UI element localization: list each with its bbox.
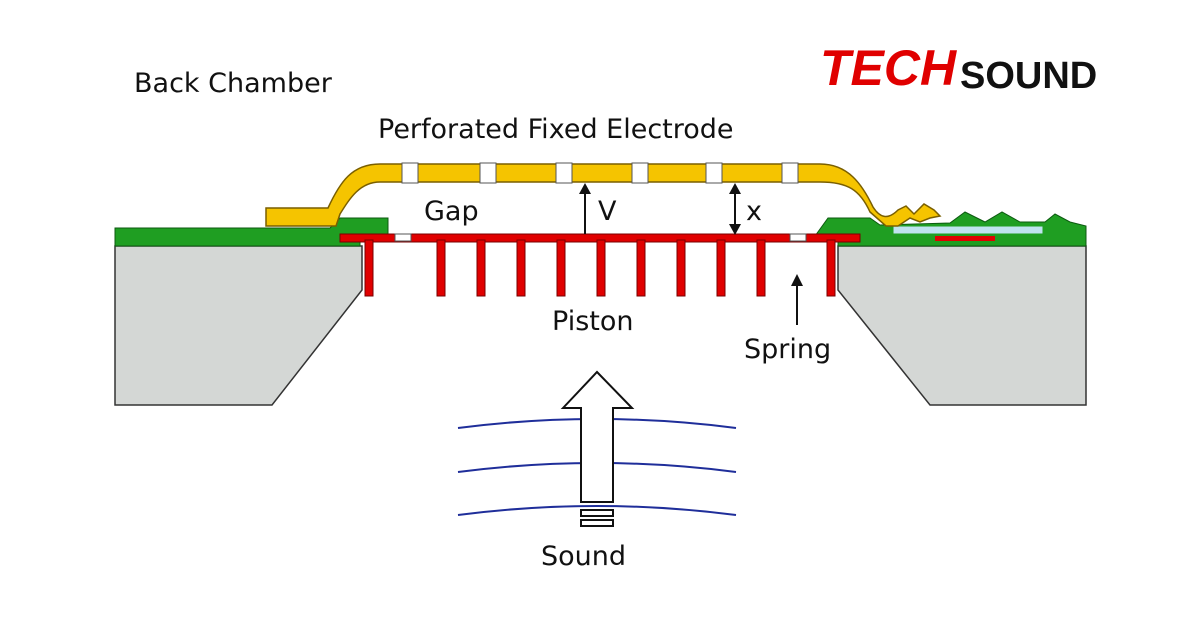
spring-arrow [791,274,803,325]
electrode-perforations [401,162,799,184]
perforation [479,162,497,184]
piston-finger [826,239,836,297]
sound-wave [457,505,737,516]
perforation [781,162,799,184]
logo-text-tech: TECH [820,40,957,96]
piston-finger [556,239,566,297]
piston-finger [476,239,486,297]
substrate-left [114,245,363,406]
fixed-electrode-body [265,163,942,227]
contact-pad-right [935,236,995,241]
piston-finger [716,239,726,297]
perforation [631,162,649,184]
sound-label: Sound [541,541,626,572]
spring-hinge-right [789,233,807,242]
piston-finger [756,239,766,297]
displacement-arrow [729,183,741,235]
voltage-arrow [579,183,591,234]
piston-finger [636,239,646,297]
piston-finger [436,239,446,297]
back-chamber-label: Back Chamber [134,68,333,99]
perforation [705,162,723,184]
electrode-label: Perforated Fixed Electrode [378,114,734,145]
displacement-label: x [746,196,762,227]
piston-finger [516,239,526,297]
techsound-logo: TECH SOUND [820,40,1097,97]
piston-label: Piston [552,306,633,337]
perforation [401,162,419,184]
spring-label: Spring [744,334,831,365]
logo-text-sound: SOUND [960,55,1097,97]
piston-finger [596,239,606,297]
gap-label: Gap [424,196,479,227]
sound-arrow-icon [560,370,635,527]
piston-finger [364,239,374,297]
voltage-label: V [598,196,617,227]
piston [339,233,861,297]
substrate-right [837,245,1087,406]
perforation [555,162,573,184]
piston-finger [676,239,686,297]
insulator-right [892,225,1044,235]
spring-hinge-left [394,233,412,242]
